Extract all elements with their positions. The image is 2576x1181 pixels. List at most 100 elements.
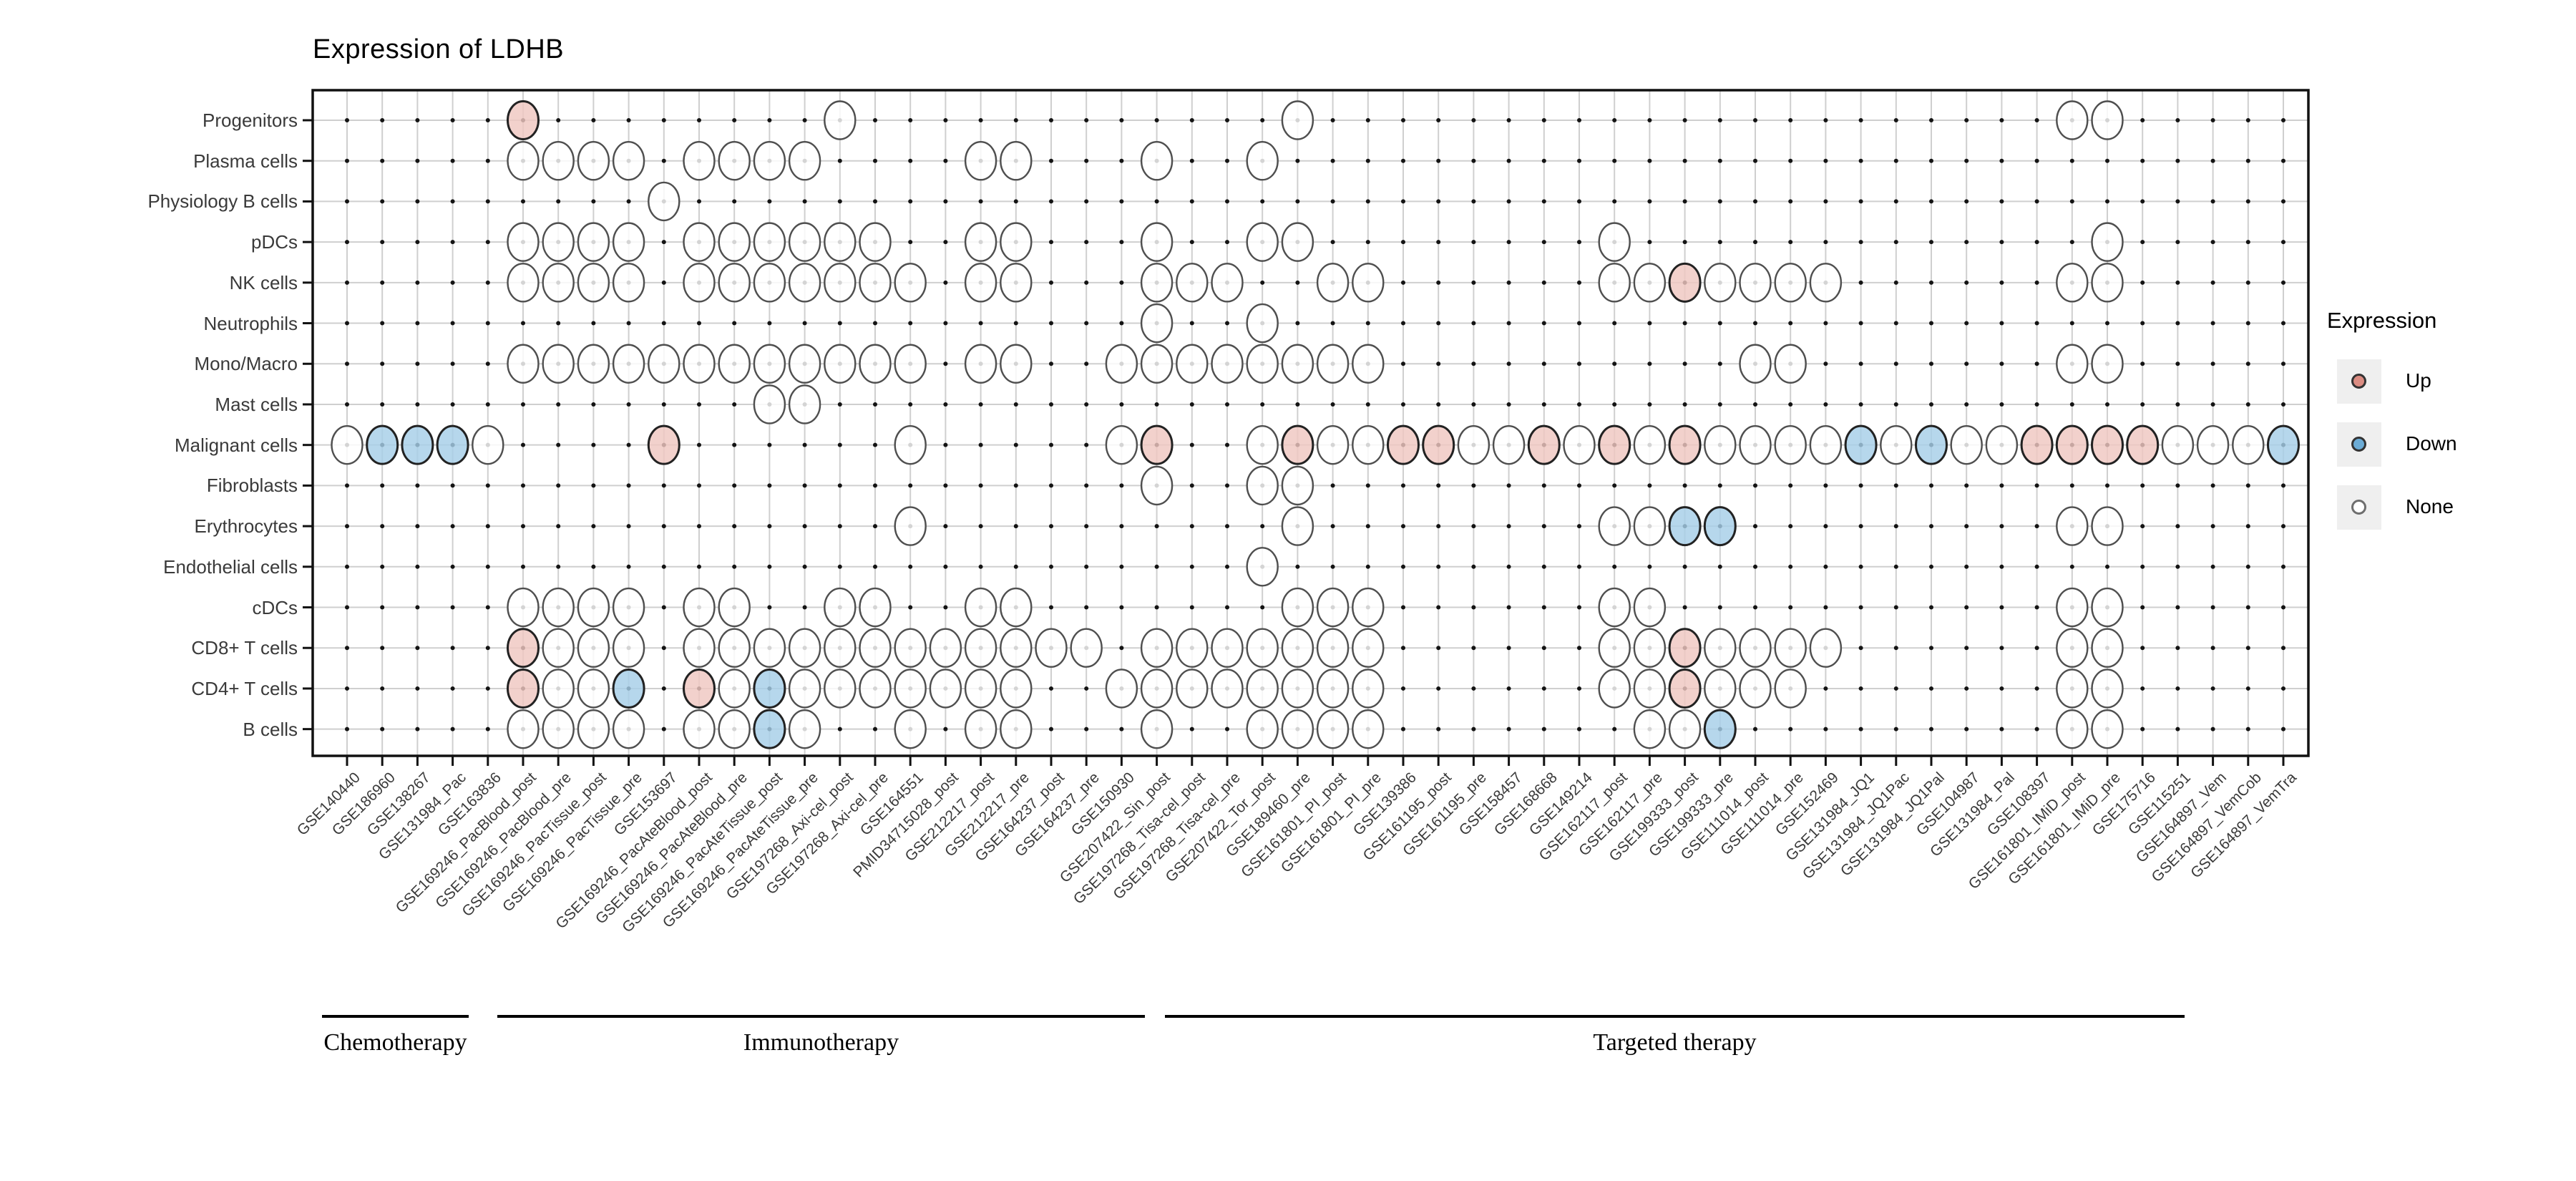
dot-none [1809,628,1843,668]
grid-dot [697,524,701,529]
dot-none [1140,669,1174,709]
grid-dot [556,442,561,447]
dot-up [647,424,680,465]
grid-dot [591,524,596,529]
grid-dot [943,564,948,569]
grid-dot [2245,240,2250,245]
dot-none [1633,669,1667,709]
grid-dot [1577,402,1581,407]
grid-dot [2281,158,2285,163]
grid-dot [1506,524,1511,529]
grid-dot [1330,564,1335,569]
grid-dot [1788,158,1793,163]
grid-dot [1049,321,1053,326]
dot-none [1000,587,1033,628]
grid-dot [732,321,737,326]
grid-dot [1013,442,1018,447]
dot-up [1668,628,1702,669]
dot-none [1140,263,1174,303]
grid-dot [626,402,631,407]
grid-dot [415,726,420,732]
grid-dot [1612,726,1617,732]
legend-title: Expression [2327,308,2437,333]
dot-none [718,141,751,181]
dot-none [1739,344,1772,384]
grid-dot [450,726,455,732]
dot-none [1457,424,1491,465]
grid-dot [1436,646,1441,651]
y-label: NK cells [229,271,298,293]
grid-dot [1541,199,1546,204]
grid-dot [485,199,490,204]
grid-dot [1154,402,1159,407]
dot-none [718,669,751,709]
grid-dot [1541,240,1546,245]
grid-dot [661,646,666,651]
dot-none [753,263,786,303]
grid-dot [485,280,490,285]
grid-dot [1647,361,1652,366]
grid-dot [415,280,420,285]
grid-dot [1260,199,1265,204]
dot-none [929,669,962,709]
grid-dot [1225,564,1229,569]
dot-none [964,263,997,303]
dot-none [1774,424,1807,465]
grid-dot [1541,158,1546,163]
grid-dot [450,402,455,407]
dot-none [612,222,645,262]
grid-dot [1401,483,1405,488]
grid-dot [626,524,631,529]
grid-dot [1929,158,1933,163]
grid-dot [380,402,385,407]
grid-dot [345,726,349,732]
grid-dot [1541,524,1546,529]
dot-none [1809,263,1843,303]
grid-dot [978,118,983,122]
grid-dot [485,361,490,366]
grid-dot [1471,361,1476,366]
grid-dot [1436,726,1441,732]
grid-dot [2175,361,2180,366]
dot-none [718,222,751,262]
grid-dot [1929,240,1933,245]
grid-dot [1365,321,1370,326]
y-label: CD8+ T cells [191,637,298,659]
grid-dot [1013,564,1018,569]
grid-dot [1506,564,1511,569]
dot-none [753,344,786,384]
grid-dot [2140,118,2145,122]
grid-dot [1365,564,1370,569]
grid-dot [1260,524,1265,529]
grid-dot [1295,321,1300,326]
grid-dot [1084,402,1089,407]
grid-dot [1541,726,1546,732]
dot-none [1140,465,1174,506]
grid-dot [732,402,737,407]
grid-dot [1753,240,1757,245]
grid-dot [591,199,596,204]
dot-none [1246,547,1279,587]
grid-dot [1753,524,1757,529]
dot-none [1176,344,1209,384]
grid-dot [1189,605,1194,610]
grid-dot [556,524,561,529]
dot-none [1176,669,1209,709]
grid-dot [2245,361,2250,366]
grid-dot [1436,402,1441,407]
grid-dot [1401,605,1405,610]
grid-dot [1929,605,1933,610]
dot-none [1316,628,1350,668]
grid-dot [802,564,807,569]
y-label: CD4+ T cells [191,677,298,699]
dot-none [1739,424,1772,465]
grid-dot [767,442,772,447]
grid-dot [2210,564,2215,569]
grid-dot [345,280,349,285]
grid-dot [1471,321,1476,326]
grid-dot [1999,402,2004,407]
dot-none [1105,344,1138,384]
grid-dot [1436,686,1441,691]
grid-dot [415,321,420,326]
grid-dot [732,199,737,204]
